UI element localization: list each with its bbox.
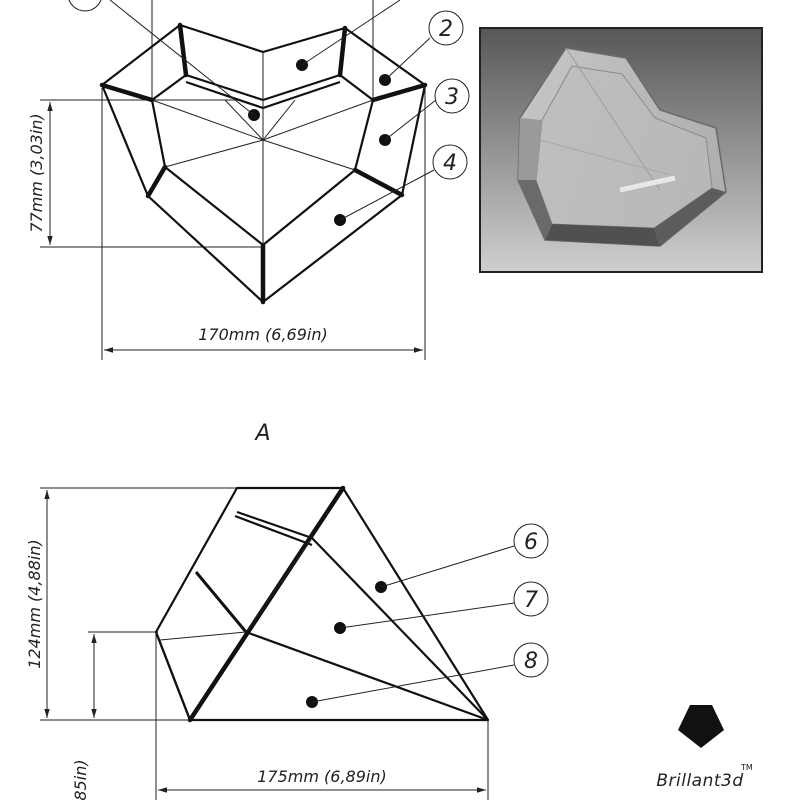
callout-7: 7 <box>513 581 549 617</box>
brand-logo <box>678 705 724 748</box>
callout-6: 6 <box>513 523 549 559</box>
callout-4: 4 <box>432 144 468 180</box>
diamond-logo-icon <box>678 705 724 748</box>
svg-text:7: 7 <box>524 588 538 613</box>
top-view-heart: 77mm (3,03in) 170mm (6,69in) <box>27 0 437 360</box>
brand-trademark: TM <box>740 763 753 772</box>
svg-text:6: 6 <box>524 530 538 555</box>
top-view-width-dimension: 170mm (6,69in) <box>198 325 328 344</box>
svg-text:8: 8 <box>524 649 538 674</box>
side-view-width-dimension: 175mm (6,89in) <box>257 767 387 786</box>
side-view-height-dimension: 124mm (4,88in) <box>25 539 44 669</box>
svg-text:4: 4 <box>443 151 457 176</box>
section-label-a: A <box>253 421 270 446</box>
top-view-height-dimension: 77mm (3,03in) <box>27 113 46 232</box>
brand-name: Brillant3d <box>656 771 743 791</box>
side-view-diamond: 124mm (4,88in) 85in) 175mm (6,89in) <box>25 485 515 800</box>
callout-3: 3 <box>434 78 470 114</box>
callout-8: 8 <box>513 642 549 678</box>
callout-2: 2 <box>428 10 464 46</box>
svg-text:2: 2 <box>439 17 453 42</box>
svg-text:3: 3 <box>445 85 459 110</box>
side-view-partial-height-dimension: 85in) <box>71 759 90 800</box>
render-preview-image <box>479 27 763 273</box>
